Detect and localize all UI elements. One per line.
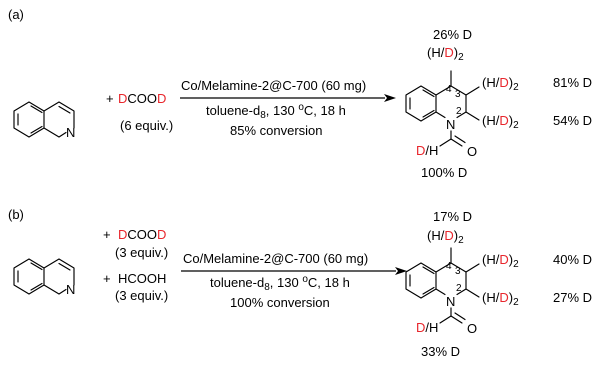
reagent-dcood: DCOOD (118, 227, 166, 242)
reagent-dcood: DCOOD (118, 91, 166, 106)
position-4: 4 (446, 84, 452, 95)
catalyst-label: Co/Melamine-2@C-700 (60 mg) (181, 78, 366, 93)
panel-b: (b) N + DCOOD (3 equiv.) + HCOOH (3 equi… (8, 207, 592, 359)
c3-deuteration: 40% D (553, 252, 592, 267)
position-3: 3 (455, 266, 461, 277)
formyl-group: D/H (416, 143, 438, 158)
reaction-arrow (180, 94, 396, 102)
quinoline-structure: N (13, 258, 75, 297)
c4-deuteration: 17% D (433, 209, 472, 224)
panel-a: (a) N + DCOOD (6 equiv.) Co/Melamine-2@C… (8, 7, 592, 180)
panel-label: (a) (8, 7, 24, 22)
plus-sign: + (103, 227, 111, 242)
reagent2-equiv: (3 equiv.) (115, 288, 168, 303)
oxygen-atom: O (467, 321, 477, 336)
panel-label: (b) (8, 207, 24, 222)
formyl-deuteration: 33% D (421, 344, 460, 359)
c4-group: (H/D)2 (427, 45, 464, 63)
conversion-label: 85% conversion (230, 123, 323, 138)
nitrogen-atom: N (66, 282, 75, 297)
oxygen-atom: O (467, 144, 477, 159)
position-2: 2 (456, 283, 462, 294)
c2-deuteration: 54% D (553, 113, 592, 128)
nitrogen-atom: N (446, 117, 455, 132)
c3-group: (H/D)2 (482, 252, 519, 270)
c4-group: (H/D)2 (427, 228, 464, 246)
nitrogen-atom: N (66, 125, 75, 140)
product-structure: N O 4 3 2 (405, 247, 480, 336)
formyl-group: D/H (416, 320, 438, 335)
position-4: 4 (446, 261, 452, 272)
c2-group: (H/D)2 (482, 113, 519, 131)
conditions-label: toluene-d8, 130 oC, 18 h (206, 102, 346, 121)
conversion-label: 100% conversion (230, 295, 330, 310)
reagent-equiv: (3 equiv.) (115, 245, 168, 260)
c4-deuteration: 26% D (433, 27, 472, 42)
plus-sign: + (103, 271, 111, 286)
catalyst-label: Co/Melamine-2@C-700 (60 mg) (183, 251, 368, 266)
quinoline-structure: N (13, 101, 75, 140)
c3-deuteration: 81% D (553, 75, 592, 90)
formyl-deuteration: 100% D (421, 165, 467, 180)
product-structure: N O 4 3 2 (405, 70, 480, 159)
conditions-label: toluene-d8, 130 oC, 18 h (210, 274, 350, 293)
reagent-hcooh: HCOOH (118, 271, 166, 286)
position-2: 2 (456, 106, 462, 117)
c2-deuteration: 27% D (553, 290, 592, 305)
nitrogen-atom: N (446, 294, 455, 309)
position-3: 3 (455, 89, 461, 100)
reagent-equiv: (6 equiv.) (120, 118, 173, 133)
c3-group: (H/D)2 (482, 75, 519, 93)
c2-group: (H/D)2 (482, 290, 519, 308)
plus-sign: + (106, 91, 114, 106)
reaction-arrow (181, 267, 407, 275)
